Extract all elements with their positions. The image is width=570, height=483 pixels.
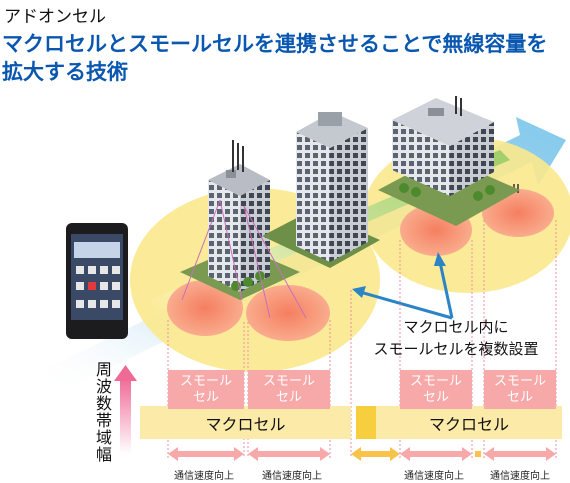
diagram-headline: マクロセルとスモールセルを連携させることで無線容量を拡大する技術 — [2, 32, 548, 84]
diagram-subtitle: アドオンセル — [4, 7, 106, 27]
speed-improvement-label: 通信速度向上 — [404, 471, 464, 482]
small-cell-label-line2: セル — [422, 389, 449, 405]
small-cell-label-line1: スモール — [409, 373, 462, 389]
throughput-arrows — [168, 447, 556, 461]
small-cell-label-line1: スモール — [262, 373, 315, 389]
frequency-bandwidth-label: 周波数帯域幅 — [96, 360, 113, 464]
small-cell-label-line2: セル — [192, 389, 219, 405]
smartphone-icon — [66, 223, 128, 339]
small-cell-block-3: スモール セル — [400, 370, 472, 409]
signal-lines — [181, 199, 307, 319]
callout-line-1: マクロセル内に — [403, 318, 509, 336]
macro-cell-band-gap — [356, 406, 376, 439]
speed-improvement-label: 通信速度向上 — [490, 471, 550, 482]
small-cell-block-4: スモール セル — [484, 370, 556, 409]
small-cell-block-2: スモール セル — [248, 370, 330, 409]
callout-line-2: スモールセルを複数設置 — [373, 340, 539, 358]
small-cell-label-line1: スモール — [493, 373, 546, 389]
small-cell-block-1: スモール セル — [168, 370, 244, 409]
building-lowrise-right-icon — [378, 96, 520, 226]
macro-cell-band-2: マクロセル — [376, 406, 562, 439]
frequency-axis-arrow — [114, 365, 137, 454]
small-cell-label-line2: セル — [506, 389, 533, 405]
building-office-left-icon — [180, 140, 300, 300]
speed-improvement-label: 通信速度向上 — [262, 471, 322, 482]
building-tower-center-icon — [262, 112, 380, 268]
callout-text: マクロセル内に スモールセルを複数設置 — [356, 316, 556, 360]
speed-improvement-label: 通信速度向上 — [174, 471, 234, 482]
macro-cell-band-1: マクロセル — [140, 406, 351, 439]
small-cell-label-line1: スモール — [179, 373, 232, 389]
small-cell-label-line2: セル — [275, 389, 302, 405]
small-cell-coverage — [167, 189, 554, 341]
callout-arrows — [352, 252, 454, 320]
